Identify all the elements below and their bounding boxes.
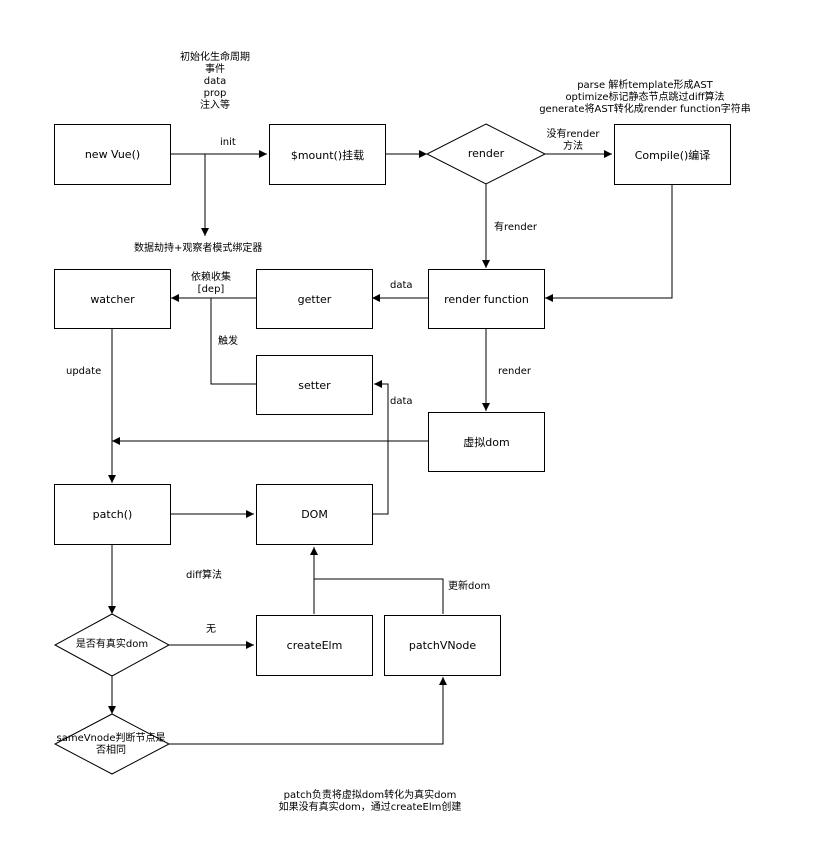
setter-node: setter [256,355,373,415]
patch-vnode-node: patchVNode [384,615,501,676]
edge-trigger [210,298,256,385]
render-decision-label: render [467,147,505,160]
vdom-label: 虚拟dom [463,436,510,449]
patch-node: patch() [54,484,171,545]
vdom-node: 虚拟dom [428,412,545,472]
compile-label: Compile()编译 [634,148,711,162]
init-notes: 初始化生命周期 事件 data prop 注入等 [160,52,270,112]
setter-label: setter [298,378,331,392]
none-label: 无 [206,624,216,635]
watcher-label: watcher [90,292,135,306]
trigger-label: 触发 [218,336,238,347]
data-hijack-label: 数据劫持+观察者模式绑定器 [134,243,263,254]
new-vue-node: new Vue() [54,124,171,185]
edge-patchvnode-dom [314,578,444,614]
update-label: update [66,366,102,377]
create-elm-node: createElm [256,615,373,676]
render-edge-label: render [498,366,531,377]
init-note-1: 初始化生命周期 [180,52,250,63]
mount-node: $mount()挂载 [269,124,386,185]
create-elm-label: createElm [286,639,343,652]
edge-compile-renderfn [545,184,673,302]
compile-note-1: parse 解析template形成AST [577,80,713,91]
footer-notes: patch负责将虚拟dom转化为真实dom 如果没有真实dom，通过create… [250,790,490,814]
getter-label: getter [297,292,332,306]
dep-collect-line-2: [dep] [197,284,225,295]
compile-notes: parse 解析template形成AST optimize标记静态节点跳过di… [520,80,770,116]
new-vue-label: new Vue() [84,148,141,161]
footer-line-1: patch负责将虚拟dom转化为真实dom [283,790,457,801]
patch-vnode-label: patchVNode [408,639,477,652]
dom-node: DOM [256,484,373,545]
dom-label: DOM [301,508,328,521]
has-render-label: 有render [494,222,537,233]
data-label-setter: data [390,396,413,407]
real-dom-diamond [53,613,171,677]
init-note-4: prop [203,88,227,99]
dep-collect-line-1: 依赖收集 [191,272,231,283]
render-function-node: render function [428,269,545,329]
update-dom-label: 更新dom [448,581,491,592]
init-note-5: 注入等 [200,100,230,111]
no-render-line-1: 没有render [546,129,600,140]
footer-line-2: 如果没有真实dom，通过createElm创建 [278,802,462,813]
dep-collect-label: 依赖收集 [dep] [184,272,238,296]
no-render-line-2: 方法 [563,141,583,152]
data-label-getter: data [390,280,413,291]
edge-dom-setter [372,380,389,515]
real-dom-decision-label: 是否有真实dom [75,639,149,650]
getter-node: getter [256,269,373,329]
diff-label: diff算法 [186,570,223,581]
same-vnode-decision-label: sameVnode判断节点是否相同 [56,733,166,756]
patch-label: patch() [92,508,133,521]
init-label: init [220,137,236,148]
compile-note-3: generate将AST转化成render function字符串 [539,104,751,115]
render-function-label: render function [444,292,529,306]
init-note-2: 事件 [205,64,225,75]
same-vnode-diamond [53,713,171,775]
no-render-label: 没有render 方法 [540,129,606,153]
render-diamond [425,123,547,185]
edge-same-patchvnode [169,677,447,745]
compile-node: Compile()编译 [614,124,731,185]
compile-note-2: optimize标记静态节点跳过diff算法 [565,92,725,103]
mount-label: $mount()挂载 [290,148,365,162]
watcher-node: watcher [54,269,171,329]
init-note-3: data [203,76,227,87]
